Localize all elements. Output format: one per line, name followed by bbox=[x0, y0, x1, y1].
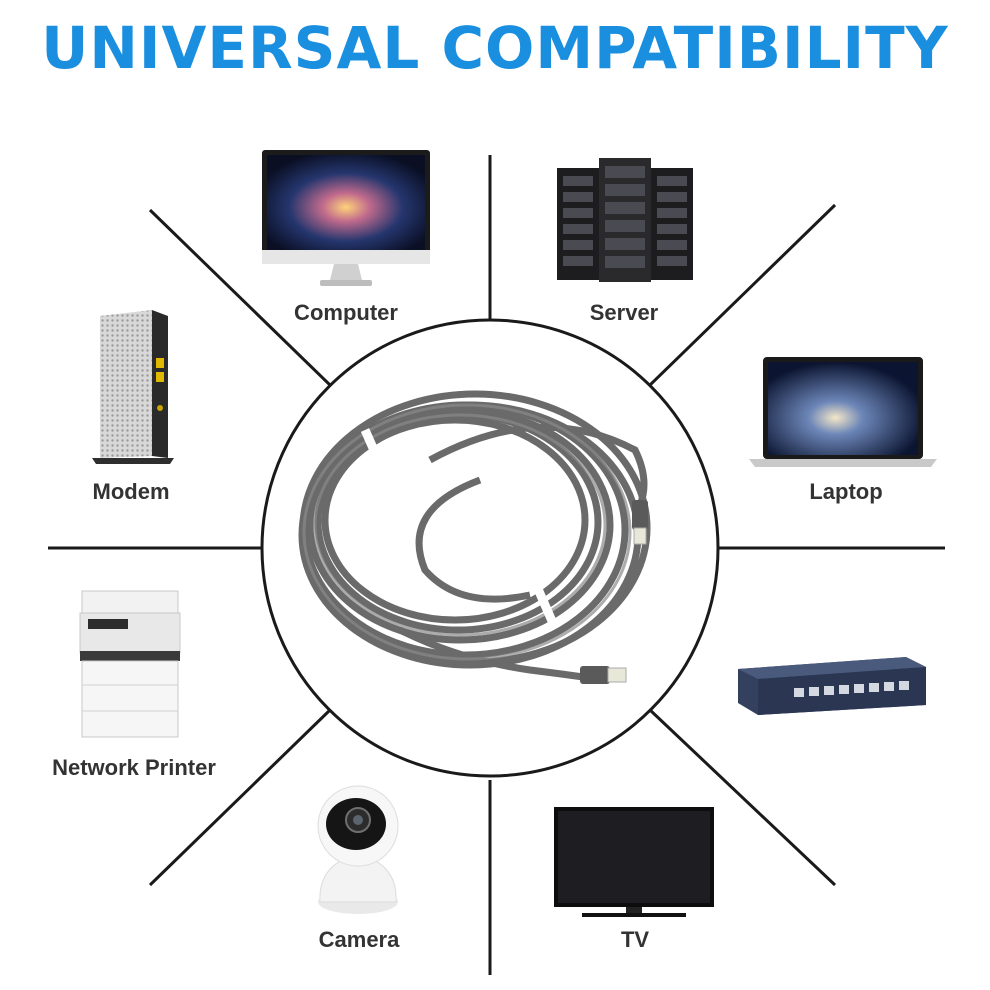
laptop-label: Laptop bbox=[809, 479, 883, 504]
modem-icon bbox=[92, 310, 174, 464]
tv-icon bbox=[554, 807, 714, 917]
server-rack-icon bbox=[557, 158, 693, 282]
desktop-monitor-icon bbox=[262, 150, 430, 286]
server-label: Server bbox=[589, 300, 659, 325]
network-printer-label: Network Printer bbox=[52, 755, 216, 780]
network-switch-icon bbox=[738, 657, 926, 715]
printer-icon bbox=[79, 590, 181, 738]
camera-label: Camera bbox=[318, 927, 400, 952]
tv-label: TV bbox=[620, 927, 650, 952]
ethernet-cable-coil-icon bbox=[298, 390, 651, 684]
page-title: UNIVERSAL COMPATIBILITY bbox=[41, 14, 949, 82]
laptop-icon bbox=[749, 357, 937, 467]
modem-label: Modem bbox=[92, 479, 170, 504]
security-camera-icon bbox=[317, 785, 399, 914]
computer-label: Computer bbox=[294, 300, 398, 325]
